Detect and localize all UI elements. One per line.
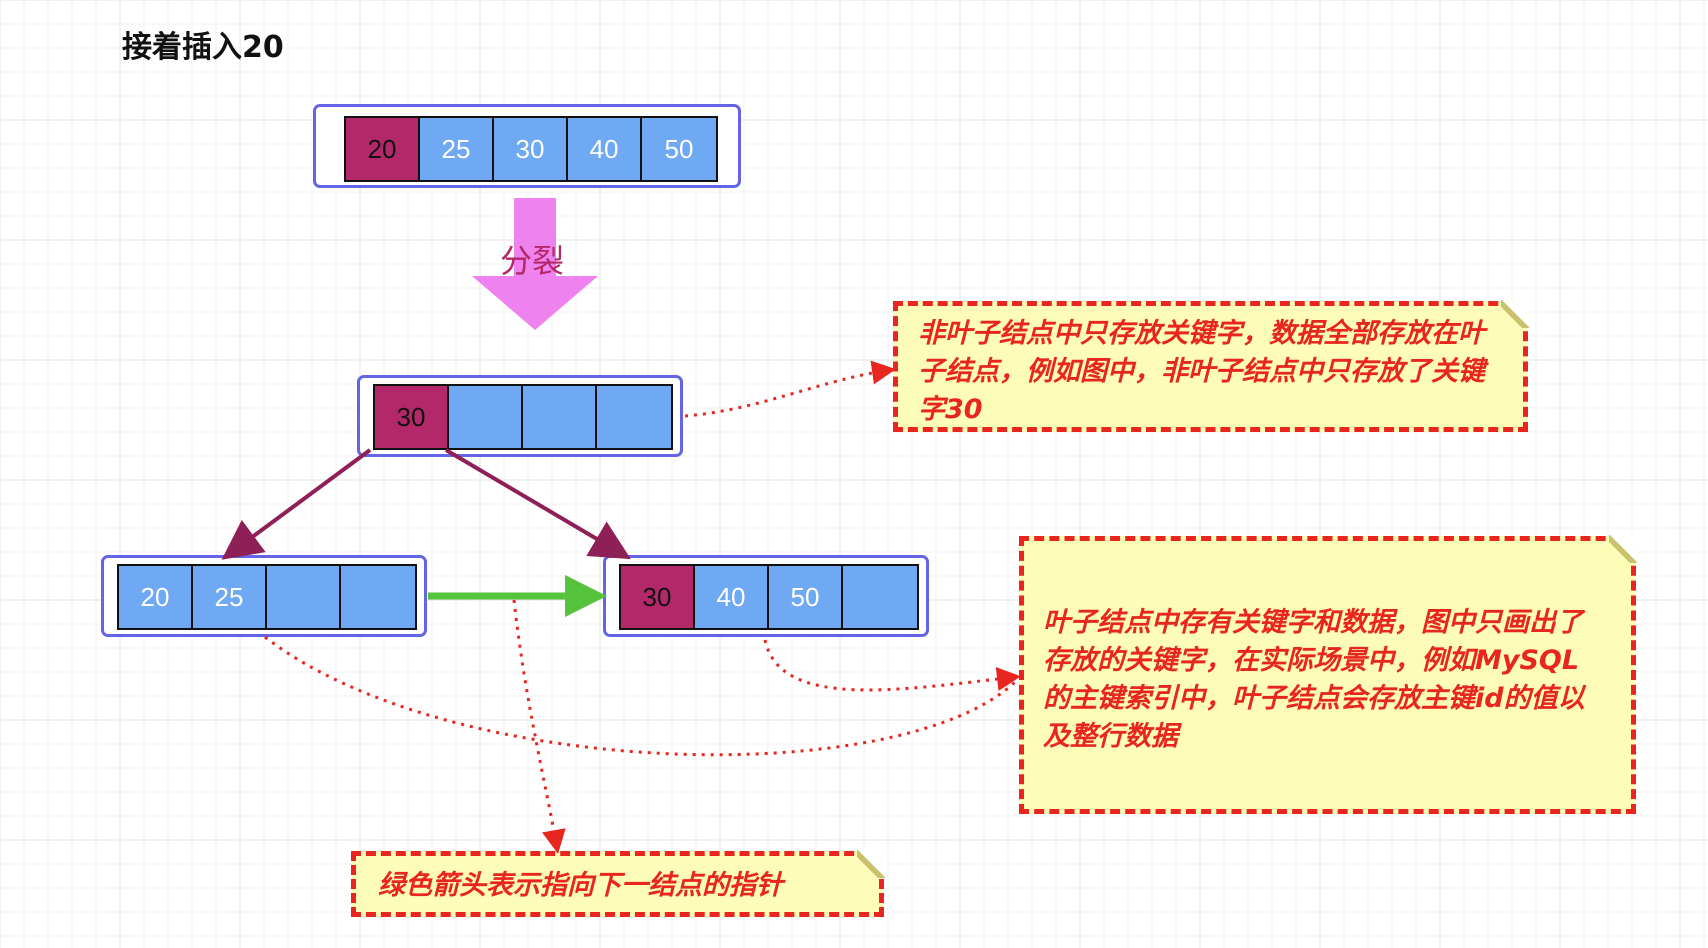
split-label: 分裂 <box>500 242 565 280</box>
key-cell: 20 <box>346 118 420 180</box>
leaf-node-right-cells: 30 40 50 <box>619 564 919 630</box>
key-cell: 50 <box>642 118 716 180</box>
key-cell: 40 <box>568 118 642 180</box>
leaf-node-right: 30 40 50 <box>603 555 929 637</box>
key-cell <box>267 566 341 628</box>
key-cell: 25 <box>420 118 494 180</box>
note-leaf: 叶子结点中存有关键字和数据，图中只画出了存放的关键字，在实际场景中，例如MySQ… <box>1019 535 1637 814</box>
key-cell <box>523 386 597 448</box>
key-cell: 30 <box>621 566 695 628</box>
key-cell <box>341 566 415 628</box>
key-cell <box>843 566 917 628</box>
split-arrow-shape <box>472 198 598 330</box>
key-cell: 25 <box>193 566 267 628</box>
key-cell <box>597 386 671 448</box>
note-non-leaf-text: 非叶子结点中只存放关键字，数据全部存放在叶子结点，例如图中，非叶子结点中只存放了… <box>918 318 1485 425</box>
node-before-split: 20 25 30 40 50 <box>313 104 741 188</box>
key-cell: 30 <box>375 386 449 448</box>
key-cell: 20 <box>119 566 193 628</box>
key-cell: 40 <box>695 566 769 628</box>
note-fold-icon <box>1609 535 1637 563</box>
note-pointer-text: 绿色箭头表示指向下一结点的指针 <box>378 870 783 901</box>
note-non-leaf: 非叶子结点中只存放关键字，数据全部存放在叶子结点，例如图中，非叶子结点中只存放了… <box>893 300 1529 432</box>
leaf-node-left-cells: 20 25 <box>117 564 417 630</box>
root-node-cells: 30 <box>373 384 673 450</box>
diagram-heading: 接着插入20 <box>122 30 284 65</box>
leaf-node-left: 20 25 <box>101 555 427 637</box>
key-cell: 30 <box>494 118 568 180</box>
root-node: 30 <box>357 375 683 457</box>
key-cell <box>449 386 523 448</box>
note-fold-icon <box>857 850 885 878</box>
note-fold-icon <box>1501 300 1529 328</box>
note-leaf-text: 叶子结点中存有关键字和数据，图中只画出了存放的关键字，在实际场景中，例如MySQ… <box>1043 607 1585 752</box>
note-pointer: 绿色箭头表示指向下一结点的指针 <box>351 850 885 917</box>
key-cell: 50 <box>769 566 843 628</box>
node-before-split-cells: 20 25 30 40 50 <box>344 116 718 182</box>
